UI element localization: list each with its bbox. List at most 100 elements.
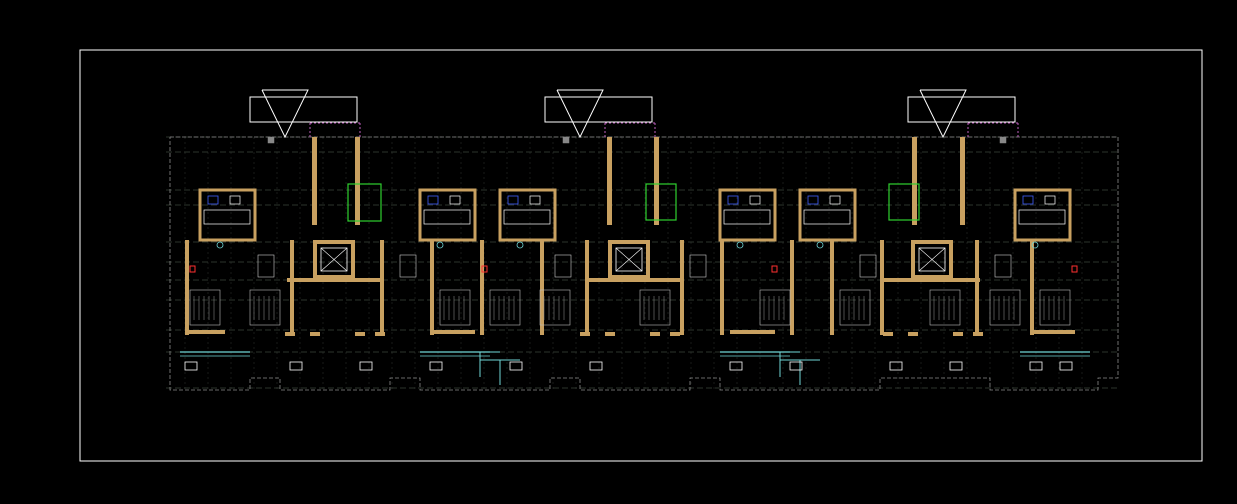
- elevator-core: [313, 240, 355, 279]
- bed: [989, 289, 1021, 326]
- stove: [229, 195, 241, 205]
- counter: [803, 209, 851, 225]
- beam-wall: [185, 330, 225, 334]
- vent-shaft: [347, 183, 382, 222]
- kitchen-wall: [498, 188, 557, 242]
- bed: [639, 289, 671, 326]
- bed: [489, 289, 521, 326]
- bay-window: [729, 361, 743, 371]
- column-wall: [380, 240, 384, 335]
- core-wall: [607, 137, 612, 225]
- bed: [759, 289, 791, 326]
- column-marker: [267, 136, 275, 144]
- counter: [203, 209, 251, 225]
- toilet: [436, 241, 444, 249]
- door-bar: [285, 332, 295, 336]
- bay-window: [1029, 361, 1043, 371]
- bay-window: [289, 361, 303, 371]
- core-wall: [312, 137, 317, 225]
- fixtures-and-furniture: [189, 136, 1078, 326]
- column-wall: [720, 240, 724, 335]
- column-wall: [430, 240, 434, 335]
- door-bar: [973, 332, 983, 336]
- bay-window: [889, 361, 903, 371]
- table: [554, 254, 572, 278]
- toilet: [736, 241, 744, 249]
- beam-wall: [585, 278, 680, 282]
- elevator-car: [615, 247, 643, 272]
- roof-canopy: [907, 96, 1016, 123]
- table: [689, 254, 707, 278]
- column-wall: [290, 240, 294, 335]
- stove: [749, 195, 761, 205]
- bay-window: [184, 361, 198, 371]
- building-outline: [169, 136, 1119, 391]
- column-marker: [562, 136, 570, 144]
- table: [399, 254, 417, 278]
- stove: [449, 195, 461, 205]
- door-bar: [310, 332, 320, 336]
- bed: [249, 289, 281, 326]
- column-wall: [585, 240, 589, 335]
- drawing-frame: [79, 49, 1203, 462]
- kitchen-wall: [198, 188, 257, 242]
- bed: [539, 289, 571, 326]
- column-wall: [680, 240, 684, 335]
- bay-window: [359, 361, 373, 371]
- bay-window: [429, 361, 443, 371]
- counter: [723, 209, 771, 225]
- table: [859, 254, 877, 278]
- core-wall: [912, 137, 917, 225]
- balconies: [180, 351, 1090, 385]
- bay-window: [789, 361, 803, 371]
- column-wall: [185, 240, 189, 335]
- roof-triangle: [261, 89, 309, 139]
- column-wall: [830, 240, 834, 335]
- elevator-car: [918, 247, 946, 272]
- elevator-cross: [918, 247, 946, 272]
- roof-triangle: [919, 89, 967, 139]
- column-wall: [540, 240, 544, 335]
- beam-wall: [730, 330, 775, 334]
- drawing-border: [79, 49, 1203, 462]
- door-bar: [883, 332, 893, 336]
- table: [257, 254, 275, 278]
- stove: [1044, 195, 1056, 205]
- column-wall: [790, 240, 794, 335]
- beam-wall: [882, 278, 980, 282]
- kitchen-wall: [418, 188, 477, 242]
- structural-walls: [185, 137, 1075, 336]
- kitchen-wall: [798, 188, 857, 242]
- bay-window: [949, 361, 963, 371]
- toilet: [1031, 241, 1039, 249]
- vent-shaft: [888, 183, 920, 221]
- door-bar: [650, 332, 660, 336]
- table: [994, 254, 1012, 278]
- bed: [439, 289, 471, 326]
- exterior-outline: [169, 136, 1119, 391]
- door-bar: [580, 332, 590, 336]
- stove: [529, 195, 541, 205]
- counter: [503, 209, 551, 225]
- kitchen-wall: [718, 188, 777, 242]
- bed: [839, 289, 871, 326]
- core-wall: [960, 137, 965, 225]
- marker: [189, 265, 196, 273]
- toilet: [216, 241, 224, 249]
- column-wall: [480, 240, 484, 335]
- roof-triangle: [556, 89, 604, 139]
- sink: [207, 195, 219, 205]
- elevator-core: [608, 240, 650, 279]
- beam-wall: [287, 278, 382, 282]
- door-bar: [670, 332, 680, 336]
- roof-canopy: [544, 96, 653, 123]
- column-wall: [975, 240, 979, 335]
- door-bar: [375, 332, 385, 336]
- bed: [189, 289, 221, 326]
- elevator-core: [911, 240, 953, 279]
- bed: [929, 289, 961, 326]
- core-wall: [355, 137, 360, 225]
- door-bar: [605, 332, 615, 336]
